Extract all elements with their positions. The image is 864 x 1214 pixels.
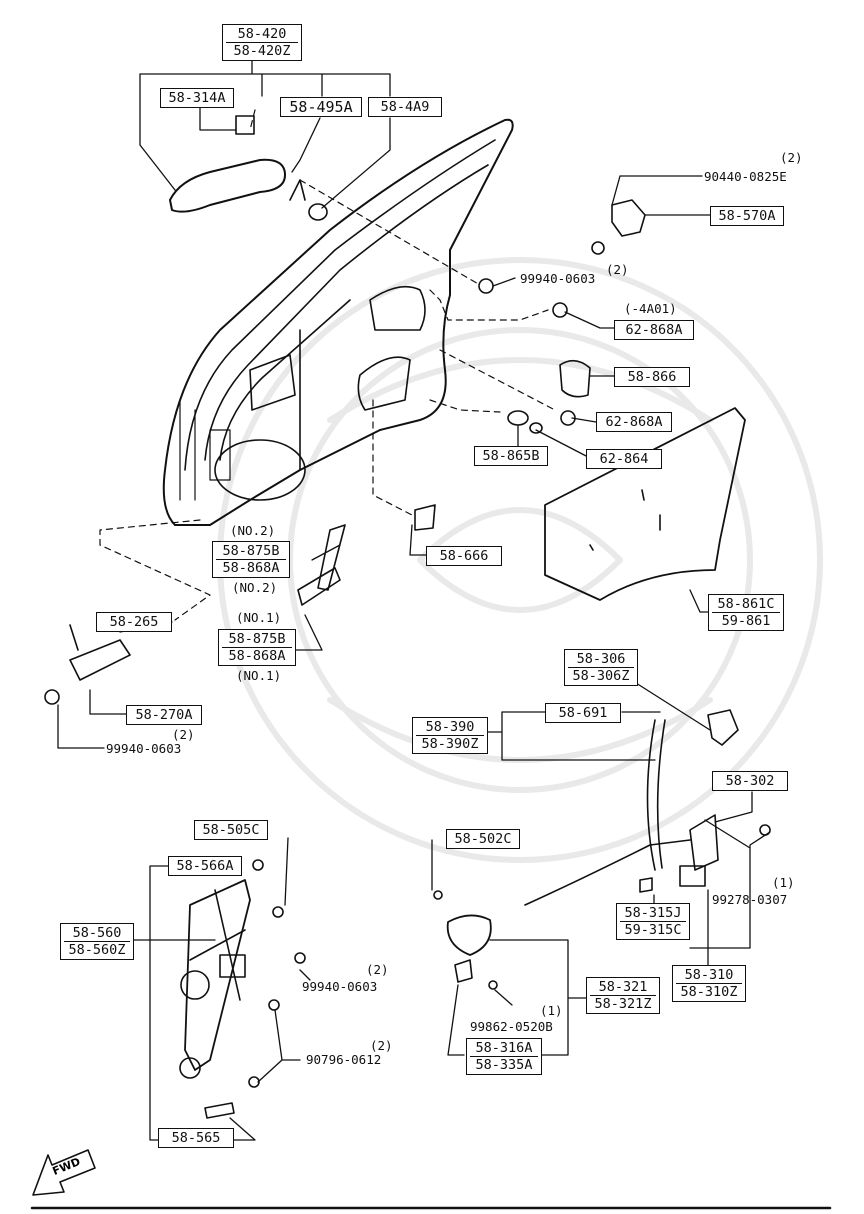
part-label: 58-866 (614, 367, 690, 387)
leader-lines (57, 59, 771, 1141)
part-label: 58-691 (545, 703, 621, 723)
part-number: 90796-0612 (306, 1052, 382, 1067)
part-label: 62-864 (586, 449, 662, 469)
window-regulator (179, 859, 306, 1119)
qty-note: (2) (780, 150, 803, 165)
part-label: 58-505C (194, 820, 268, 840)
watermark-emblem (217, 257, 823, 863)
part-label: 58-495A (280, 97, 362, 117)
part-number: 99940-0603 (106, 741, 182, 756)
qty-note: (2) (370, 1038, 393, 1053)
latch-and-handle (433, 709, 771, 990)
qty-note: (1) (540, 1003, 563, 1018)
door-shell (162, 118, 514, 526)
part-number: 90440-0825E (704, 169, 787, 184)
model-note: (-4A01) (624, 301, 677, 316)
part-label: 58-502C (446, 829, 520, 849)
qty-note: (2) (366, 962, 389, 977)
part-number: 99940-0603 (520, 271, 596, 286)
qty-note: (1) (772, 875, 795, 890)
position-note: (NO.2) (232, 580, 278, 595)
part-number: 99940-0603 (302, 979, 378, 994)
fwd-arrow-icon (32, 1149, 96, 1196)
part-label: 62-868A (614, 320, 694, 340)
qty-note: (2) (606, 262, 629, 277)
part-label: 58-265 (96, 612, 172, 632)
part-label: 58-270A (126, 705, 202, 725)
part-label: 58-666 (426, 546, 502, 566)
part-label: 58-570A (710, 206, 784, 226)
part-number: 99862-0520B (470, 1019, 553, 1034)
position-note: (NO.1) (236, 610, 282, 625)
part-label: 58-302 (712, 771, 788, 791)
dashed-lines (99, 109, 556, 621)
position-note: (NO.2) (230, 523, 276, 538)
part-label: 58-4A9 (368, 97, 442, 117)
part-label: 58-865B (474, 446, 548, 466)
part-label: 58-565 (158, 1128, 234, 1148)
outside-handle (169, 115, 328, 221)
part-number: 99278-0307 (712, 892, 788, 907)
part-label: 58-566A (168, 856, 242, 876)
part-label: 62-868A (596, 412, 672, 432)
part-label: 58-314A (160, 88, 234, 108)
qty-note: (2) (172, 727, 195, 742)
position-note: (NO.1) (236, 668, 282, 683)
window-glass (544, 407, 746, 601)
